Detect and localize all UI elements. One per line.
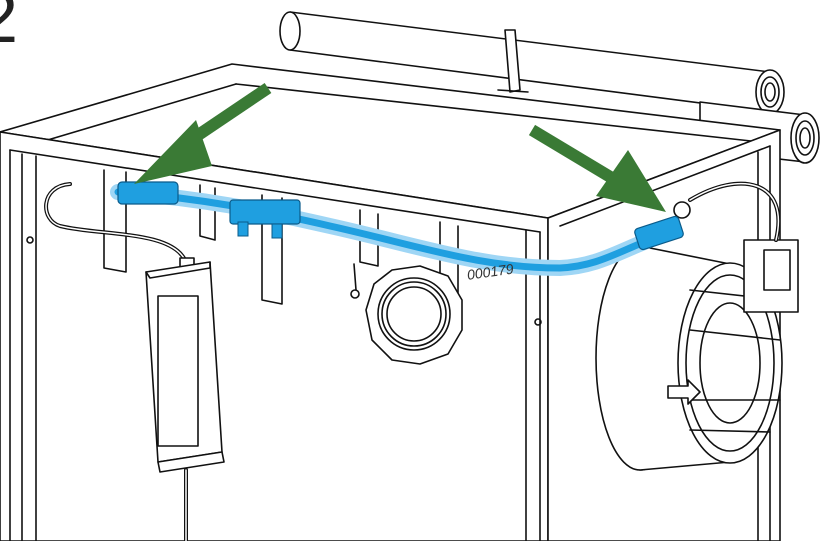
rolled-sheet-rear	[279, 11, 785, 115]
step-number: 2	[0, 0, 18, 54]
power-supply-unit	[44, 182, 225, 543]
arrow-icon	[134, 83, 272, 184]
arrow-icon	[528, 124, 666, 212]
highlighted-cable-harness	[110, 181, 684, 277]
blower-fan-assembly	[595, 181, 799, 471]
vent-cap	[350, 263, 463, 365]
